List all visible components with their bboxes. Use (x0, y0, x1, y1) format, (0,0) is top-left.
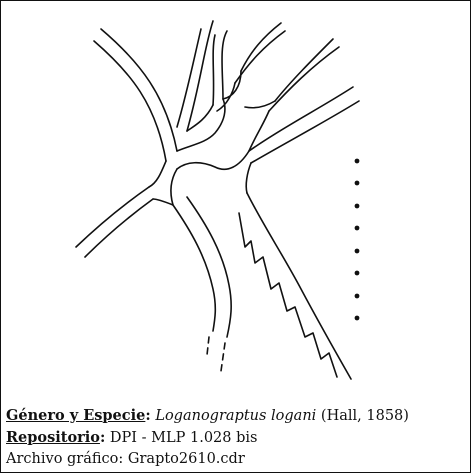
genus-label: Género y Especie (6, 407, 145, 424)
species-authority: (Hall, 1858) (321, 408, 409, 424)
repository-value: DPI - MLP 1.028 bis (110, 430, 258, 446)
lower-right-stipe (239, 193, 351, 379)
caption-block: Género y Especie: Loganograptus logani (… (6, 405, 409, 470)
file-line: Archivo gráfico: Grapto2610.cdr (6, 449, 409, 470)
upper-left-stipe (94, 29, 177, 161)
file-label: Archivo gráfico: (6, 451, 123, 467)
upper-right-stipe (213, 23, 339, 111)
repository-label: Repositorio (6, 429, 100, 446)
left-stipe (76, 187, 173, 257)
species-name: Loganograptus logani (155, 408, 316, 424)
repository-line: Repositorio: DPI - MLP 1.028 bis (6, 427, 409, 449)
scale-dots (355, 159, 360, 321)
file-value: Grapto2610.cdr (128, 451, 245, 467)
right-stipe (249, 87, 359, 163)
lower-left-stipe (173, 197, 231, 371)
graptolite-drawing (1, 1, 471, 401)
species-line: Género y Especie: Loganograptus logani (… (6, 405, 409, 427)
central-disc (149, 71, 275, 205)
